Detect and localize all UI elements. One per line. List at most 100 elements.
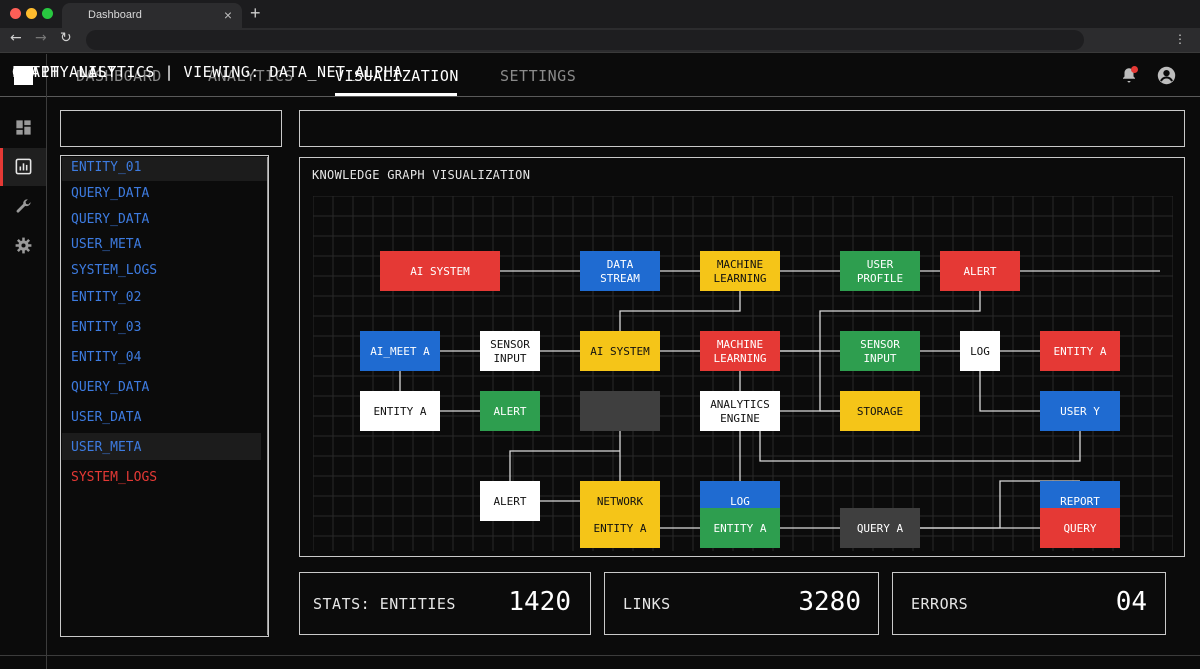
entity-list-scrollbar[interactable] [267,157,268,635]
graph-node[interactable] [840,331,920,371]
graph-node[interactable] [940,251,1020,291]
graph-node[interactable] [580,391,660,431]
new-tab-icon[interactable]: + [250,3,261,23]
graph-node-label: ALERT [493,495,526,508]
graph-edge [979,371,1040,412]
dashboard-icon[interactable] [14,118,33,137]
stat-card-links [604,572,879,635]
entity-list-item[interactable]: USER_META [71,440,142,455]
stat-value: 04 [1115,587,1147,617]
forward-arrow-icon[interactable]: → [35,30,47,46]
notification-badge [1131,66,1138,73]
browser-tab[interactable]: Dashboard × [62,3,242,28]
graph-node[interactable] [700,391,780,431]
graph-node-label: NETWORK [597,495,644,508]
window-close-dot[interactable] [10,8,21,19]
browser-toolbar: ← → ↻ ⋮ [0,28,1200,53]
entity-list-header [60,110,282,147]
graph-node[interactable] [700,251,780,291]
entity-list-item-error[interactable]: SYSTEM_LOGS [71,470,158,485]
graph-node[interactable] [700,331,780,371]
close-tab-icon[interactable]: × [223,7,232,23]
graph-node[interactable] [840,391,920,431]
graph-node[interactable] [700,508,780,548]
graph-node-label: QUERY [1063,522,1096,535]
nav-tab-analytics[interactable]: ANALYTICS [208,67,294,85]
stat-label: LINKS [623,595,671,613]
graph-analytics-header [299,110,1185,147]
graph-node[interactable] [960,331,1000,371]
graph-node[interactable] [360,391,440,431]
stat-value: 3280 [798,587,861,617]
graph-edge [759,431,1081,462]
app-window: DASHBOARD ANALYTICS VISUALIZATION SETTIN… [0,54,1200,669]
graph-node[interactable] [1040,508,1120,548]
entity-list-item[interactable]: ENTITY_01 [71,160,142,175]
chart-icon[interactable] [14,157,33,176]
graph-node-label: AI SYSTEM [410,265,470,278]
graph-node[interactable] [360,331,440,371]
graph-edge [760,291,981,352]
entity-list-item[interactable]: ENTITY_02 [71,290,142,305]
entity-list-item[interactable]: USER_DATA [71,410,142,425]
sidebar-divider [46,54,47,669]
graph-edge [509,450,620,481]
back-arrow-icon[interactable]: ← [10,30,22,46]
browser-menu-icon[interactable]: ⋮ [1174,32,1186,46]
graph-node-label: LOG [730,495,750,508]
reload-icon[interactable]: ↻ [60,30,72,46]
graph-node-label: ENTITY A [594,522,647,535]
entity-list-item[interactable]: ENTITY_03 [71,320,142,335]
graph-node-label: AI_MEET A [370,345,430,358]
graph-node[interactable] [480,481,540,521]
nav-tab-dashboard[interactable]: DASHBOARD [76,67,162,85]
stat-card-entities [299,572,591,635]
graph-node[interactable] [840,251,920,291]
graph-node-label: AI SYSTEM [590,345,650,358]
graph-node-label: USER Y [1060,405,1100,418]
entity-list-item[interactable]: QUERY_DATA [71,186,150,201]
graph-node-label: STORAGE [857,405,903,418]
window-zoom-dot[interactable] [42,8,53,19]
graph-title: KNOWLEDGE GRAPH VISUALIZATION [312,168,531,182]
graph-node-label: LOG [970,345,990,358]
knowledge-graph-panel [299,157,1185,557]
top-navigation: DASHBOARD ANALYTICS VISUALIZATION SETTIN… [0,54,1200,97]
graph-node-label: ENTITY A [714,522,767,535]
entity-list-title: ENTITY LIST [12,63,117,81]
wrench-icon[interactable] [14,197,33,216]
graph-node[interactable] [380,251,500,291]
entity-list-item[interactable]: QUERY_DATA [71,212,150,227]
user-profile-icon[interactable] [1157,66,1176,85]
window-minimize-dot[interactable] [26,8,37,19]
entity-list-item[interactable]: ENTITY_04 [71,350,142,365]
graph-node[interactable] [1040,331,1120,371]
graph-node[interactable] [1040,391,1120,431]
entity-list-item[interactable]: SYSTEM_LOGS [71,263,158,278]
page-title: GRAPH ANALYTICS | VIEWING: DATA_NET_ALPH… [12,63,403,81]
graph-node[interactable] [480,391,540,431]
graph-node[interactable] [840,508,920,548]
entity-list-item[interactable]: USER_META [71,237,142,252]
nav-tab-visualization[interactable]: VISUALIZATION [335,67,459,85]
graph-node-label: ALERT [963,265,996,278]
graph-node[interactable] [580,331,660,371]
graph-node[interactable] [580,508,660,548]
entity-list-item[interactable]: QUERY_DATA [71,380,150,395]
gear-icon[interactable] [14,236,33,255]
stat-card-errors [892,572,1166,635]
graph-node[interactable] [580,251,660,291]
browser-tab-title: Dashboard [88,9,142,21]
entity-selected-highlight [62,433,261,460]
address-bar[interactable] [86,30,1084,50]
logo-icon[interactable] [14,66,33,85]
graph-node[interactable] [480,331,540,371]
nav-tab-settings[interactable]: SETTINGS [500,67,577,85]
